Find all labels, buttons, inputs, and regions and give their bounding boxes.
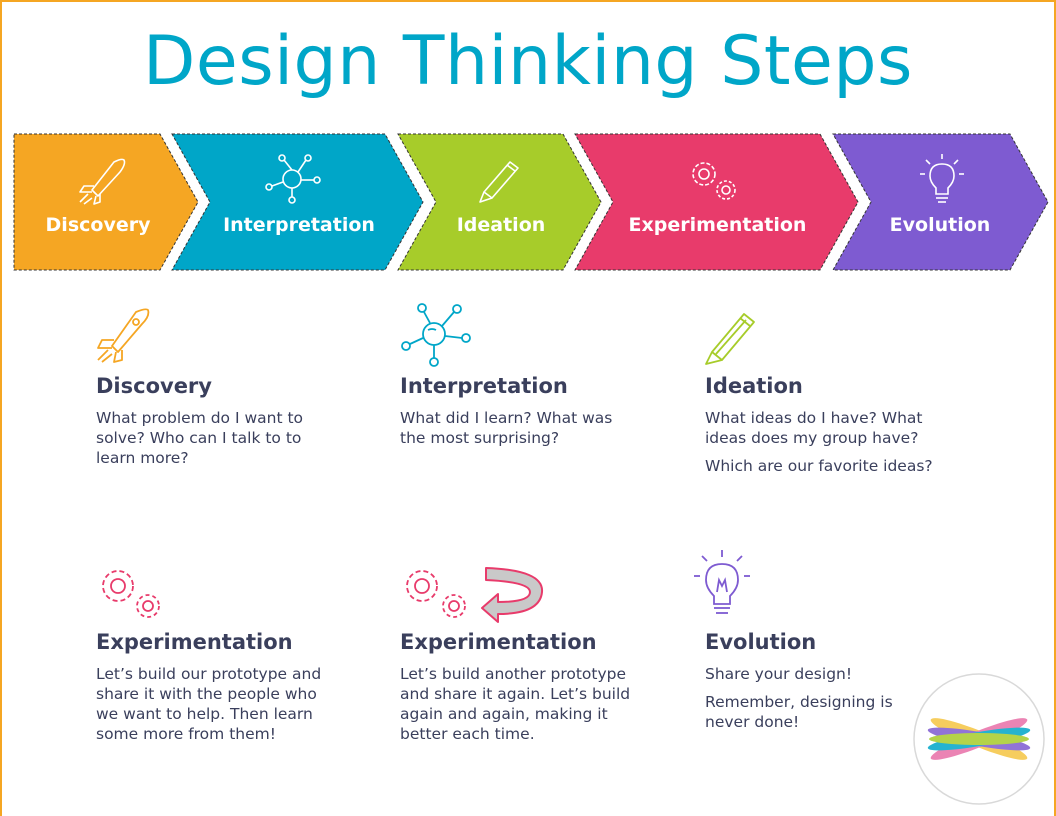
card-text: What did I learn? What was the most surp… [400,409,613,447]
lightbulb-icon [694,550,750,614]
gears-icon [692,162,736,200]
pencil-icon [479,161,519,203]
card-text: What problem do I want to solve? Who can… [96,409,304,467]
card-experimentation-2: Experimentation Let’s build another prot… [400,630,660,752]
card-title: Ideation [705,374,803,398]
card-text: What ideas do I have? What ideas does my… [705,409,923,447]
card-text: Remember, designing is never done! [705,693,893,731]
network-icon [265,154,321,204]
brand-logo-icon [913,673,1045,805]
banner-label-interpretation: Interpretation [223,214,375,236]
card-evolution: Evolution Share your design! Remember, d… [705,630,905,740]
banner-label-discovery: Discovery [45,214,151,236]
banner-label-evolution: Evolution [889,214,991,236]
card-discovery: Discovery What problem do I want to solv… [96,374,356,476]
lightbulb-icon [920,154,964,203]
steps-banner [13,133,1049,271]
pencil-icon [705,313,755,365]
banner-segment-discovery [13,133,199,271]
banner-segment-experimentation [574,133,859,271]
banner-segment-ideation [397,133,602,271]
card-title: Experimentation [96,630,293,654]
gears-cycle-icon [406,567,544,623]
card-text: Share your design! [705,665,853,683]
card-title: Experimentation [400,630,597,654]
banner-label-experimentation: Experimentation [628,214,807,236]
rocket-icon [79,158,126,205]
network-icon [401,303,471,367]
gears-icon [102,570,160,618]
rocket-icon [97,308,150,363]
page-title: Design Thinking Steps [143,22,913,101]
card-text: Which are our favorite ideas? [705,457,933,475]
banner-segment-interpretation [171,133,424,271]
card-title: Discovery [96,374,212,398]
card-interpretation: Interpretation What did I learn? What wa… [400,374,660,456]
card-experimentation-1: Experimentation Let’s build our prototyp… [96,630,356,752]
card-title: Evolution [705,630,817,654]
card-ideation: Ideation What ideas do I have? What idea… [705,374,985,484]
card-title: Interpretation [400,374,568,398]
card-text: Let’s build our prototype and share it w… [96,665,322,743]
card-text: Let’s build another prototype and share … [400,665,631,743]
banner-label-ideation: Ideation [456,214,546,236]
